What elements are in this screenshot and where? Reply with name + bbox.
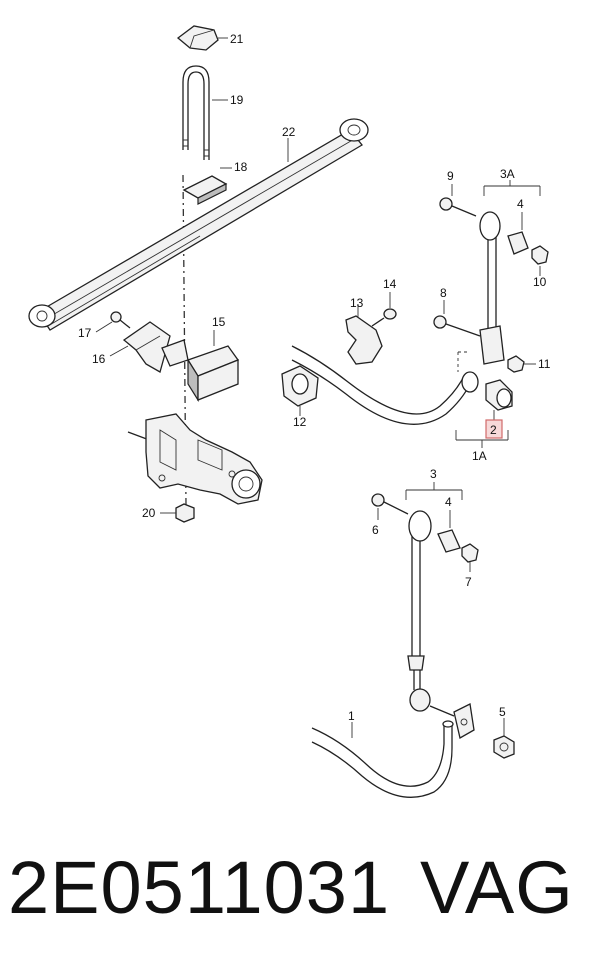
part-4-bushing-upper xyxy=(507,212,529,255)
part-3-coupling-rod xyxy=(405,482,463,712)
part-14-bolt xyxy=(371,292,397,327)
part-17-bolt xyxy=(95,311,131,333)
callout-13: 13 xyxy=(350,296,364,310)
brand-name: VAG xyxy=(420,846,574,929)
lower-link-bracket xyxy=(429,703,475,739)
part-8-bolt xyxy=(433,300,481,337)
stabilizer-bar-upper xyxy=(291,345,509,448)
callout-21: 21 xyxy=(230,32,244,46)
callout-9: 9 xyxy=(447,169,454,183)
callout-15: 15 xyxy=(212,315,226,329)
callout-16: 16 xyxy=(92,352,106,366)
callout-22: 22 xyxy=(282,125,296,139)
part-1-stabilizer-bar xyxy=(311,720,454,798)
callout-19: 19 xyxy=(230,93,244,107)
callout-5: 5 xyxy=(499,705,506,719)
callout-3: 3 xyxy=(430,467,437,481)
callout-10: 10 xyxy=(533,275,547,289)
part-19-u-bolt xyxy=(182,65,228,160)
callout-20: 20 xyxy=(142,506,156,520)
callout-3A: 3A xyxy=(500,167,515,181)
caption-bar: 2E0511031 VAG xyxy=(0,838,600,948)
part-21-clip xyxy=(176,25,228,51)
part-18-spacer xyxy=(182,167,232,205)
part-20-nut xyxy=(160,503,195,523)
part-3a-coupling-rod xyxy=(479,180,541,365)
part-22-leaf-spring xyxy=(28,118,369,331)
callout-7: 7 xyxy=(465,575,472,589)
part-4-bushing-lower xyxy=(437,510,461,553)
callout-6: 6 xyxy=(372,523,379,537)
part-16-bracket xyxy=(109,321,171,373)
part-6-bolt xyxy=(371,493,409,520)
part-13-bracket xyxy=(345,304,383,365)
part-5-nut xyxy=(493,718,515,759)
callout-1: 1 xyxy=(348,709,355,723)
callout-12: 12 xyxy=(293,415,307,429)
axle-housing xyxy=(127,413,263,505)
callout-4-lower: 4 xyxy=(445,495,452,509)
part-11-nut xyxy=(507,355,536,373)
part-2-bushing xyxy=(485,379,513,420)
part-12-bushing xyxy=(281,365,319,416)
part-15-bump-stop xyxy=(161,330,240,403)
callout-1A: 1A xyxy=(472,449,487,463)
callout-17: 17 xyxy=(78,326,92,340)
part-7-nut xyxy=(461,543,479,572)
callout-14: 14 xyxy=(383,277,397,291)
callout-4-upper: 4 xyxy=(517,197,524,211)
part-number: 2E0511031 xyxy=(8,846,391,929)
callout-18: 18 xyxy=(234,160,248,174)
callout-11: 11 xyxy=(538,357,551,371)
callout-8: 8 xyxy=(440,286,447,300)
callout-2-highlight: 2 xyxy=(485,419,503,439)
exploded-parts-diagram: 21 19 22 18 17 16 15 20 13 14 12 9 3A 4 … xyxy=(28,25,551,798)
part-9-bolt xyxy=(439,184,477,217)
callout-2: 2 xyxy=(490,423,497,437)
part-10-nut xyxy=(531,245,549,276)
